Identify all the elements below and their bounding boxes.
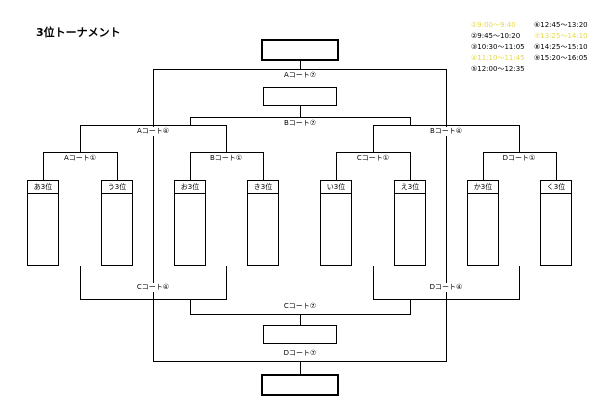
bracket-line xyxy=(373,266,374,299)
bracket-line xyxy=(373,125,520,126)
result-box-top xyxy=(263,87,337,106)
bracket-line xyxy=(373,125,374,152)
team-name: か3位 xyxy=(468,181,498,194)
match-label-top-final: Aコート⑦ xyxy=(282,71,318,80)
bracket-line xyxy=(446,299,447,361)
match-label-r1-4: Dコート① xyxy=(501,154,537,163)
bracket-line xyxy=(263,152,264,180)
bracket-line xyxy=(300,361,301,374)
team-box: く3位 xyxy=(540,180,572,266)
bracket-line xyxy=(190,152,264,153)
team-box: あ3位 xyxy=(27,180,59,266)
champion-box-bottom xyxy=(261,374,339,396)
match-label-bottom-left: Cコート④ xyxy=(135,283,171,292)
bracket-line xyxy=(410,299,411,314)
page-title: 3位トーナメント xyxy=(36,26,121,39)
match-label-r1-2: Bコート① xyxy=(208,154,244,163)
bracket-line xyxy=(80,125,81,152)
match-label-left-qf: Aコート④ xyxy=(135,127,171,136)
schedule-slot-3: ③10:30〜11:05 xyxy=(471,43,525,51)
bracket-line xyxy=(153,299,154,361)
schedule-slot-5: ⑤12:00〜12:35 xyxy=(471,65,525,73)
team-name: い3位 xyxy=(321,181,351,194)
schedule-slot-2: ②9:45〜10:20 xyxy=(471,32,521,40)
bracket-line xyxy=(300,61,301,69)
team-name: あ3位 xyxy=(28,181,58,194)
schedule-slot-4: ④11:10〜11:45 xyxy=(471,54,525,62)
team-box: か3位 xyxy=(467,180,499,266)
bracket-line xyxy=(483,152,484,180)
team-box: お3位 xyxy=(174,180,206,266)
schedule-slot-8: ⑧14:25〜15:10 xyxy=(534,43,588,51)
bracket-line xyxy=(226,125,227,152)
bracket-line xyxy=(336,152,411,153)
bracket-line xyxy=(153,69,447,70)
team-name: お3位 xyxy=(175,181,205,194)
team-box: う3位 xyxy=(101,180,133,266)
schedule-slot-9: ⑨15:20〜16:05 xyxy=(534,54,588,62)
match-label-r1-1: Aコート① xyxy=(62,154,98,163)
bracket-line xyxy=(80,266,81,299)
bracket-line xyxy=(336,152,337,180)
bracket-line xyxy=(300,106,301,117)
bracket-line xyxy=(519,266,520,299)
match-label-bottom-right: Dコート④ xyxy=(428,283,464,292)
team-name: う3位 xyxy=(102,181,132,194)
bracket-line xyxy=(153,69,154,299)
team-name: く3位 xyxy=(541,181,571,194)
bracket-line xyxy=(190,117,191,125)
bracket-line xyxy=(190,152,191,180)
schedule-slot-1: ①9:00〜9:40 xyxy=(471,21,516,29)
bracket-line xyxy=(300,314,301,325)
team-box: え3位 xyxy=(394,180,426,266)
match-label-top-semi: Bコート⑦ xyxy=(282,119,318,128)
bracket-line xyxy=(410,152,411,180)
team-name: え3位 xyxy=(395,181,425,194)
bracket-line xyxy=(190,117,411,118)
match-label-right-qf: Bコート④ xyxy=(428,127,464,136)
schedule-slot-6: ⑥12:45〜13:20 xyxy=(534,21,588,29)
schedule-col-2: ⑥12:45〜13:20 ⑦13:25〜14:10 ⑧14:25〜15:10 ⑨… xyxy=(534,20,588,64)
match-label-bottom-final: Dコート⑦ xyxy=(282,349,318,358)
bracket-line xyxy=(80,125,227,126)
bracket-line xyxy=(43,152,118,153)
bracket-line xyxy=(446,69,447,299)
match-label-bottom-semi: Cコート⑦ xyxy=(282,302,318,311)
champion-box-top xyxy=(261,39,339,61)
bracket-line xyxy=(43,152,44,180)
bracket-line xyxy=(190,299,191,314)
bracket-line xyxy=(483,152,557,153)
bracket-line xyxy=(519,125,520,152)
match-label-r1-3: Cコート① xyxy=(355,154,391,163)
bracket-line xyxy=(410,117,411,125)
team-box: き3位 xyxy=(247,180,279,266)
team-name: き3位 xyxy=(248,181,278,194)
bracket-line xyxy=(117,152,118,180)
bracket-line xyxy=(556,152,557,180)
result-box-bottom xyxy=(263,325,337,344)
schedule-slot-7: ⑦13:25〜14:10 xyxy=(534,32,588,40)
bracket-line xyxy=(226,266,227,299)
schedule-col-1: ①9:00〜9:40 ②9:45〜10:20 ③10:30〜11:05 ④11:… xyxy=(471,20,525,75)
team-box: い3位 xyxy=(320,180,352,266)
